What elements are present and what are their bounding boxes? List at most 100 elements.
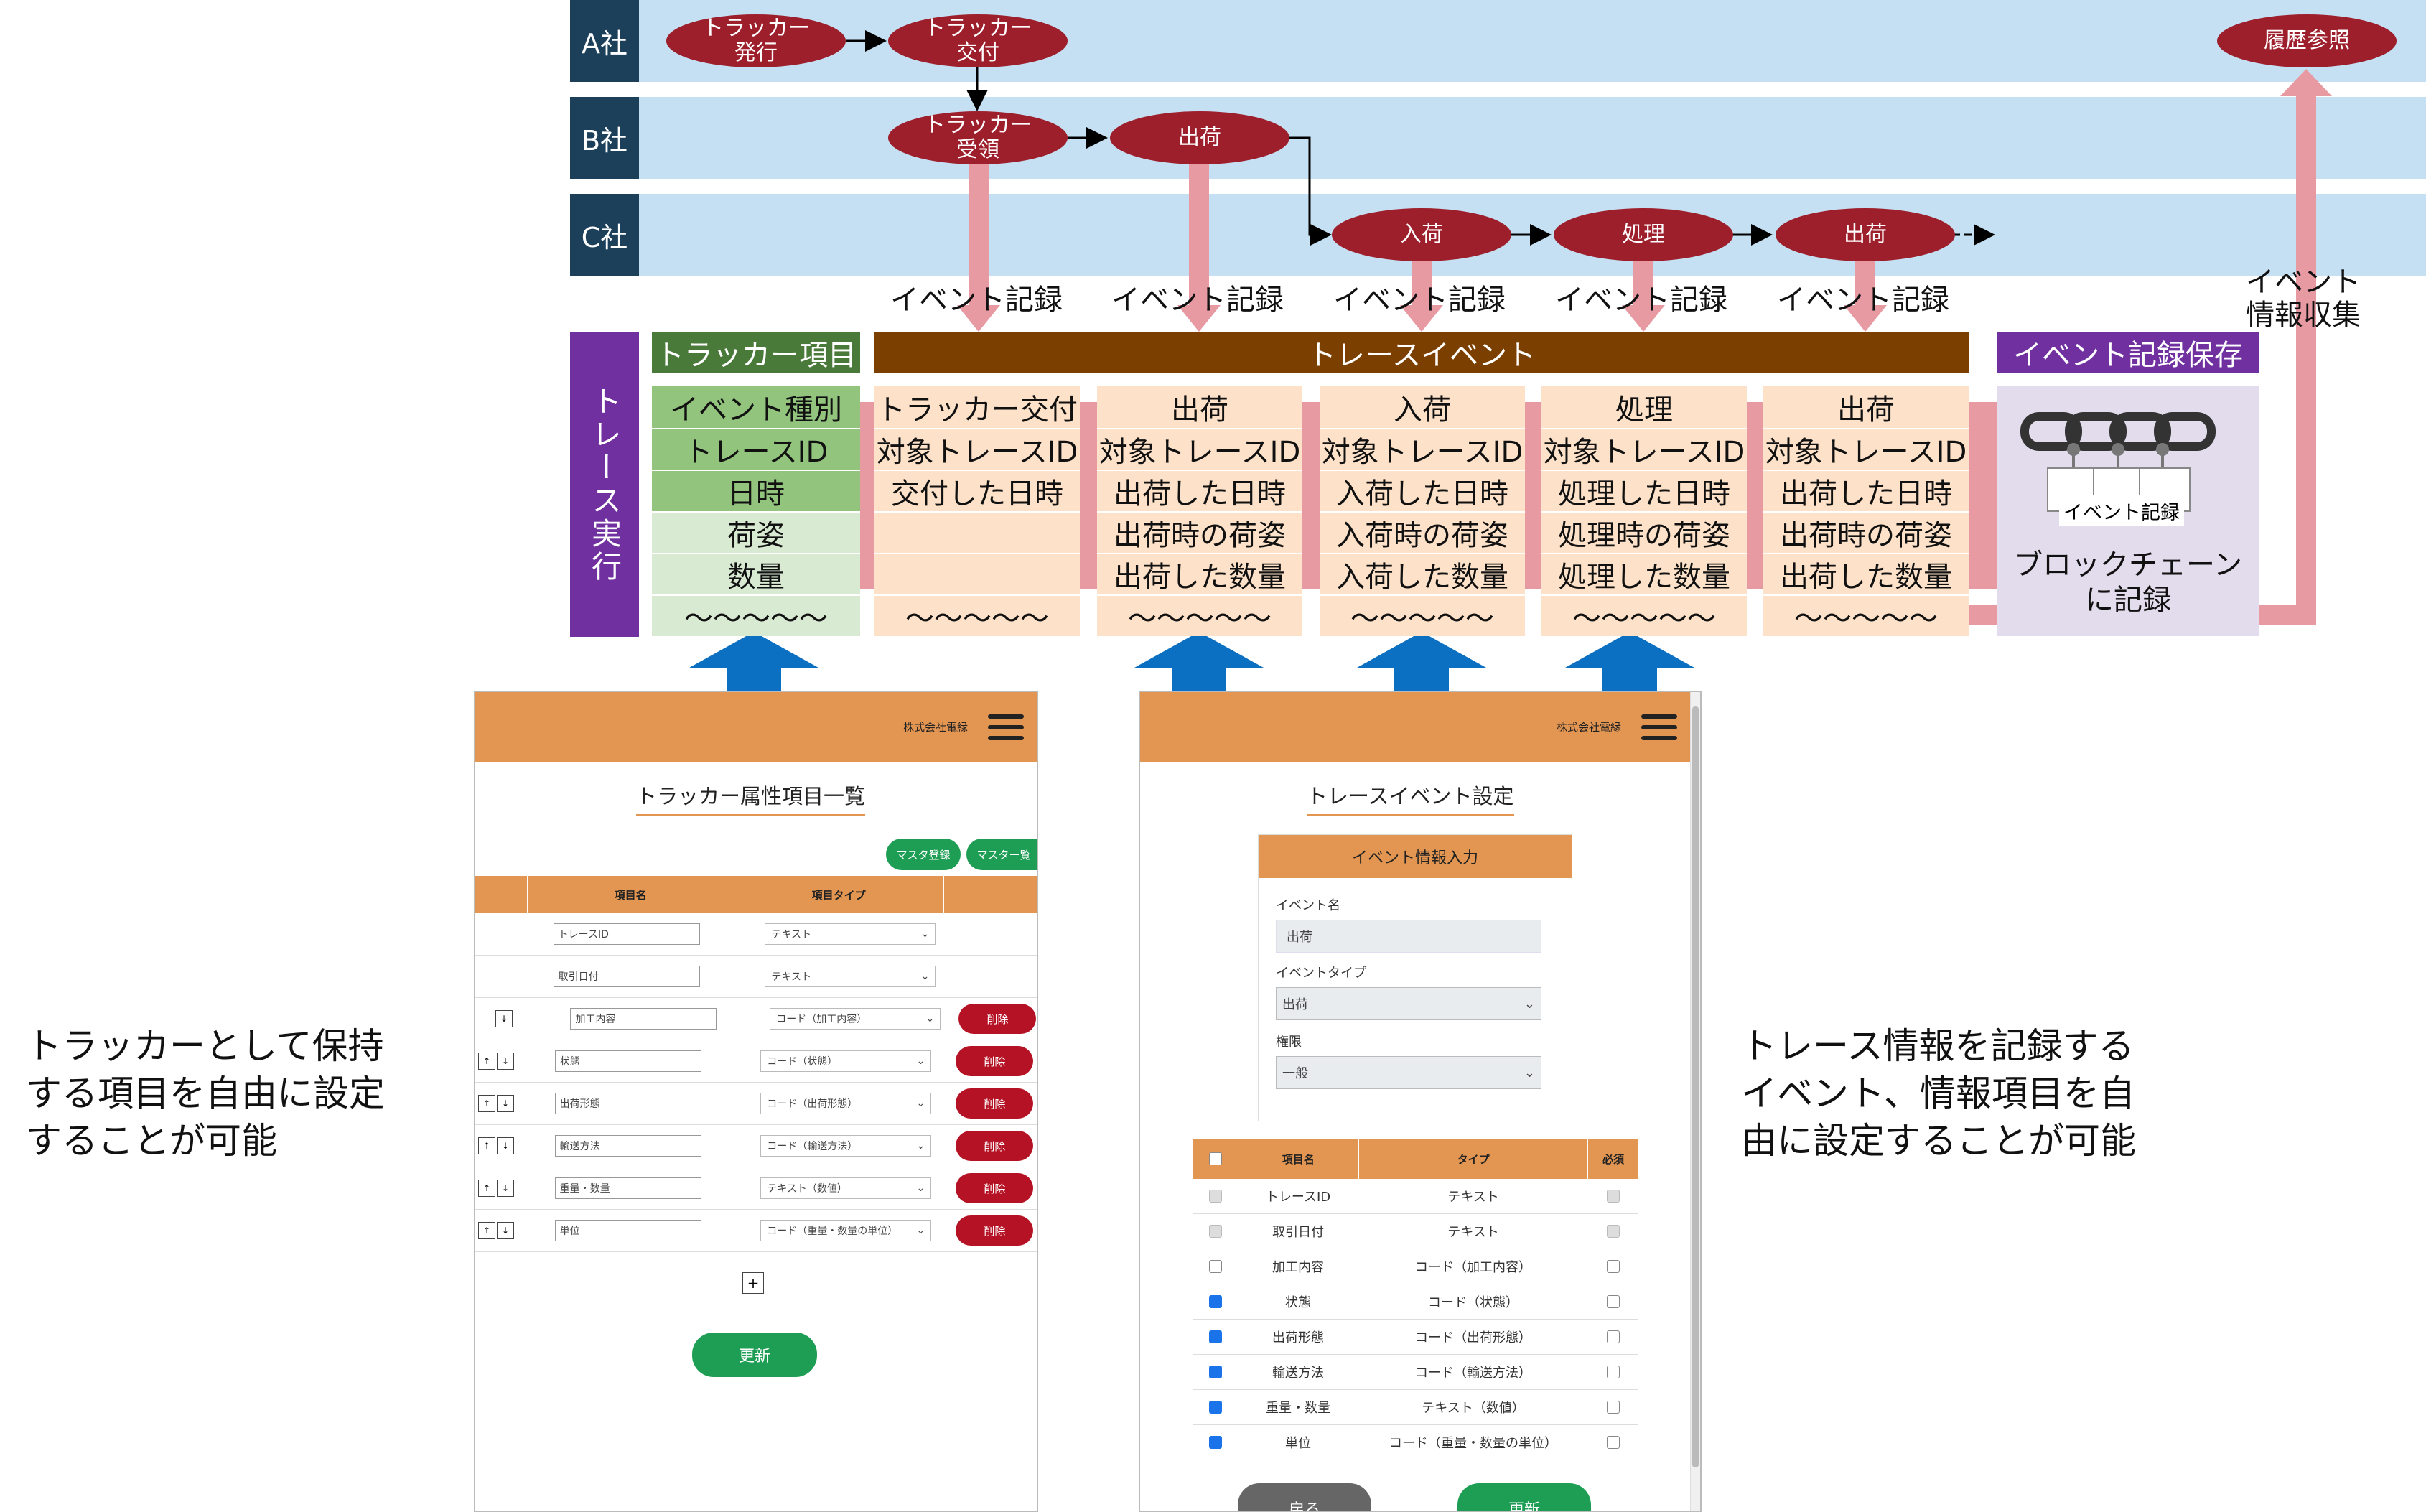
move-up-icon[interactable]: ↑: [478, 1053, 495, 1070]
item-type-select[interactable]: テキスト⌄: [765, 923, 936, 945]
move-down-icon[interactable]: ↓: [497, 1137, 514, 1154]
node-history-view: 履歴参照: [2217, 14, 2397, 67]
row-checkbox[interactable]: [1209, 1260, 1222, 1273]
move-up-icon[interactable]: ↑: [478, 1222, 495, 1239]
add-row-button[interactable]: +: [742, 1272, 764, 1294]
tracker-item: イベント種別: [652, 386, 860, 429]
move-down-icon[interactable]: ↓: [495, 1010, 513, 1027]
trace-cell: 入荷: [1320, 386, 1525, 429]
trace-column-process-c: 処理 対象トレースID 処理した日時 処理時の荷姿 処理した数量 〜〜〜〜〜: [1541, 386, 1747, 636]
update-button[interactable]: 更新: [692, 1333, 817, 1377]
trace-cell: 出荷した数量: [1763, 554, 1969, 596]
row-checkbox[interactable]: [1209, 1436, 1222, 1449]
move-down-icon[interactable]: ↓: [497, 1222, 514, 1239]
move-down-icon[interactable]: ↓: [497, 1053, 514, 1070]
update-button[interactable]: 更新: [1457, 1483, 1591, 1511]
master-list-button[interactable]: マスター覧: [966, 839, 1037, 870]
hamburger-menu-icon[interactable]: [1641, 714, 1677, 740]
delete-button[interactable]: 削除: [956, 1173, 1034, 1203]
event-name-label: イベント名: [1276, 898, 1340, 913]
row-checkbox[interactable]: [1209, 1366, 1222, 1378]
delete-button[interactable]: 削除: [956, 1215, 1034, 1246]
select-all-checkbox[interactable]: [1208, 1152, 1222, 1165]
required-checkbox[interactable]: [1607, 1366, 1620, 1378]
delete-button[interactable]: 削除: [956, 1088, 1034, 1119]
move-down-icon[interactable]: ↓: [497, 1095, 514, 1112]
master-register-button[interactable]: マスタ登録: [886, 839, 961, 870]
event-record-label: イベント記録: [1777, 284, 1949, 317]
table-row: 状態 コード（状態）: [1193, 1284, 1638, 1320]
scrollbar[interactable]: [1690, 692, 1700, 1511]
item-name-input[interactable]: 取引日付: [553, 966, 700, 987]
required-checkbox[interactable]: [1607, 1225, 1620, 1238]
permission-select[interactable]: 一般⌄: [1276, 1056, 1541, 1089]
node-tracker-handover: トラッカー交付: [888, 14, 1068, 67]
trace-column-handover: トラッカー交付 対象トレースID 交付した日時 〜〜〜〜〜: [874, 386, 1080, 636]
event-name-input[interactable]: 出荷: [1276, 920, 1541, 953]
col-header-type: タイプ: [1358, 1139, 1588, 1179]
trace-cell: [874, 513, 1080, 554]
table-row: ↓ 加工内容 コード（加工内容）⌄ 削除: [475, 998, 1037, 1040]
lane-label-b: B社: [570, 97, 639, 179]
table-row: 取引日付 テキスト: [1193, 1214, 1638, 1249]
item-type: コード（重量・数量の単位）: [1389, 1436, 1557, 1451]
item-type-select[interactable]: コード（輸送方法）⌄: [760, 1135, 932, 1157]
row-checkbox[interactable]: [1209, 1225, 1222, 1238]
page-title: トラッカー属性項目一覧: [636, 780, 866, 816]
move-up-icon[interactable]: ↑: [478, 1137, 495, 1154]
trace-exec-bar: トレース実行: [570, 332, 639, 637]
col-header-name: 項目名: [1237, 1139, 1358, 1179]
item-type-select[interactable]: コード（状態）⌄: [760, 1050, 932, 1072]
item-name-input[interactable]: 重量・数量: [554, 1177, 701, 1199]
tracker-item: 荷姿: [652, 513, 860, 554]
item-type-select[interactable]: テキスト（数値）⌄: [760, 1177, 932, 1199]
trace-cell: 処理時の荷姿: [1541, 513, 1747, 554]
required-checkbox[interactable]: [1607, 1295, 1620, 1308]
row-checkbox[interactable]: [1209, 1295, 1222, 1308]
move-up-icon[interactable]: ↑: [478, 1095, 495, 1112]
row-checkbox[interactable]: [1209, 1330, 1222, 1343]
required-checkbox[interactable]: [1607, 1401, 1620, 1414]
item-name-input[interactable]: 単位: [554, 1220, 701, 1241]
item-name-input[interactable]: 輸送方法: [554, 1135, 701, 1157]
item-name-input[interactable]: 状態: [554, 1050, 701, 1072]
trace-cell: 〜〜〜〜〜: [1763, 596, 1969, 636]
delete-button[interactable]: 削除: [958, 1004, 1037, 1034]
required-checkbox[interactable]: [1607, 1260, 1620, 1273]
item-name-input[interactable]: 出荷形態: [554, 1093, 701, 1114]
trace-event-settings-screen: 株式会社電縁 トレースイベント設定 イベント情報入力 イベント名 出荷 イベント…: [1139, 691, 1702, 1512]
required-checkbox[interactable]: [1607, 1330, 1620, 1343]
blockchain-caption: ブロックチェーンに記録: [2014, 549, 2242, 617]
item-type: コード（状態）: [1428, 1295, 1518, 1310]
item-type: コード（加工内容）: [1415, 1260, 1531, 1275]
item-type-select[interactable]: コード（加工内容）⌄: [770, 1008, 941, 1030]
app-header: 株式会社電縁: [1140, 692, 1693, 762]
row-checkbox[interactable]: [1209, 1401, 1222, 1414]
move-up-icon[interactable]: ↑: [478, 1180, 495, 1197]
panel-title: イベント情報入力: [1259, 835, 1572, 878]
move-down-icon[interactable]: ↓: [497, 1180, 514, 1197]
trace-cell: 〜〜〜〜〜: [1541, 596, 1747, 636]
item-name-input[interactable]: トレースID: [553, 923, 700, 945]
row-checkbox[interactable]: [1209, 1190, 1222, 1203]
hamburger-menu-icon[interactable]: [988, 714, 1024, 740]
required-checkbox[interactable]: [1607, 1436, 1620, 1449]
table-row: 重量・数量 テキスト（数値）: [1193, 1390, 1638, 1425]
table-row: ↑↓ 重量・数量 テキスト（数値）⌄ 削除: [475, 1167, 1037, 1210]
back-button[interactable]: 戻る: [1238, 1483, 1371, 1511]
item-name-input[interactable]: 加工内容: [570, 1008, 717, 1030]
right-caption: トレース情報を記録するイベント、情報項目を自由に設定することが可能: [1741, 1025, 2136, 1162]
event-type-select[interactable]: 出荷⌄: [1276, 987, 1541, 1020]
node-process-c: 処理: [1554, 208, 1733, 261]
table-row: トレースID テキスト⌄: [475, 913, 1037, 956]
required-checkbox[interactable]: [1607, 1190, 1620, 1203]
delete-button[interactable]: 削除: [956, 1131, 1034, 1161]
item-type-select[interactable]: コード（出荷形態）⌄: [760, 1093, 932, 1114]
item-type-select[interactable]: テキスト⌄: [765, 966, 936, 987]
trace-cell: 〜〜〜〜〜: [1320, 596, 1525, 636]
delete-button[interactable]: 削除: [956, 1046, 1034, 1076]
item-type-select[interactable]: コード（重量・数量の単位）⌄: [760, 1220, 932, 1241]
tracker-item: トレースID: [652, 429, 860, 471]
col-header-type: 項目タイプ: [733, 876, 943, 913]
